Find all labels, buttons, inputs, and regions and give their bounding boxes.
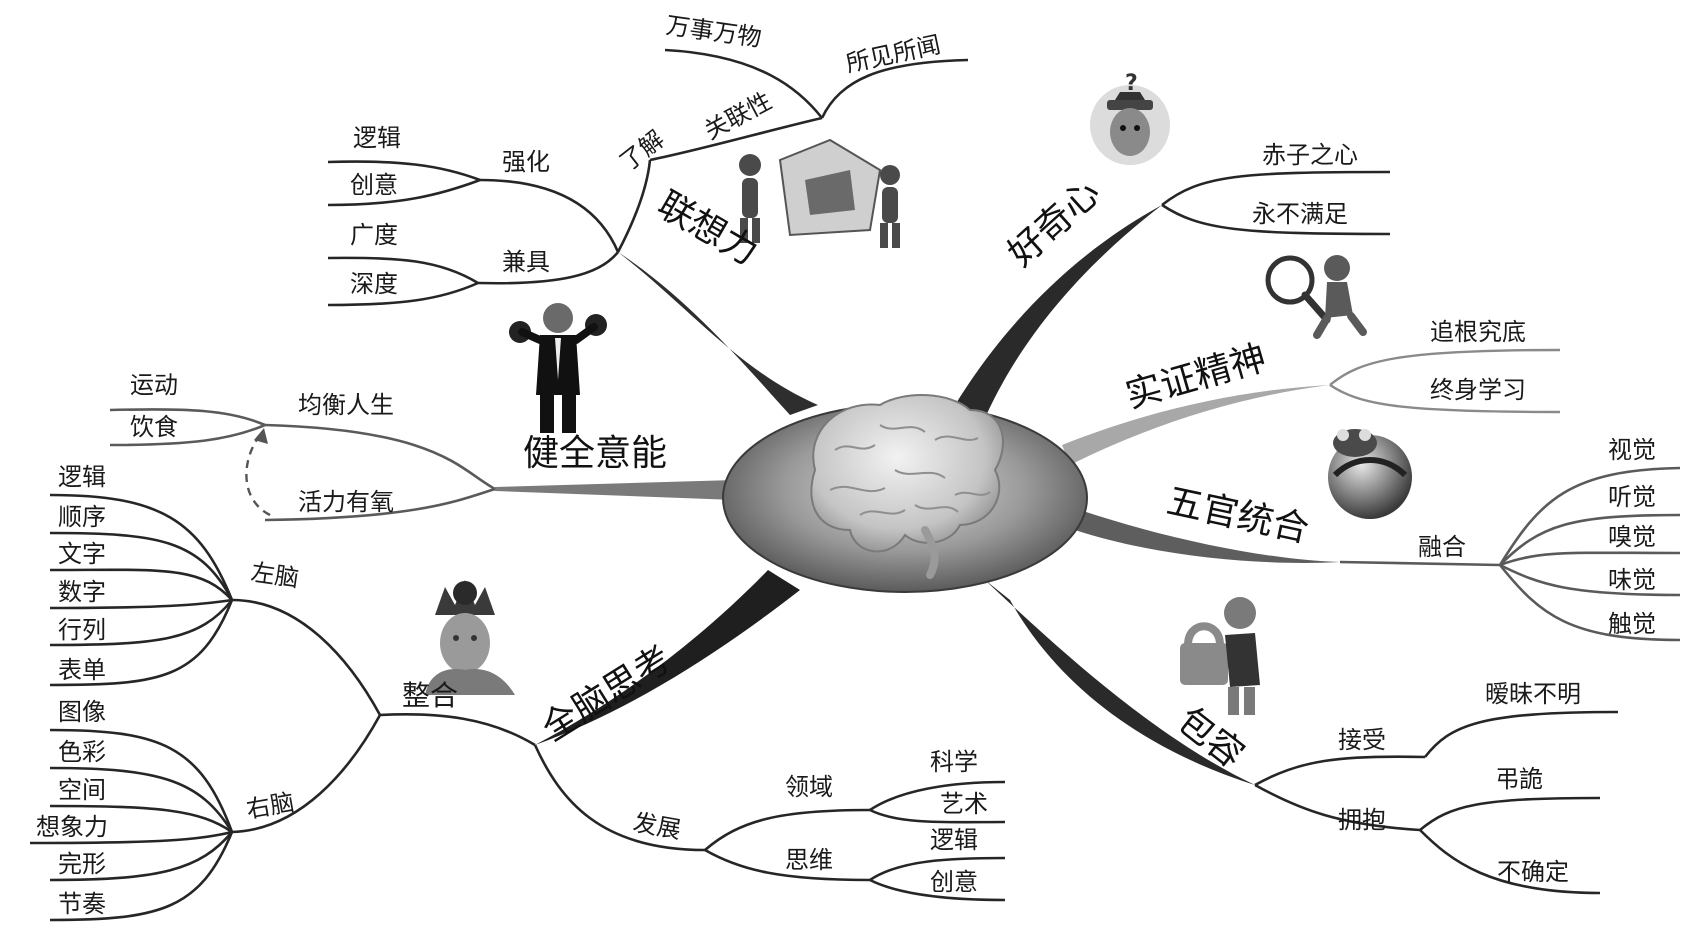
node-diaogui: 弔詭: [1495, 765, 1543, 793]
node-buqueding: 不确定: [1497, 858, 1569, 886]
node-lb-biaodan: 表单: [58, 656, 106, 684]
node-jieshou: 接受: [1338, 726, 1386, 754]
node-lb-shuzi: 数字: [58, 578, 106, 606]
node-huoliyouyang: 活力有氧: [298, 488, 394, 516]
node-guanlianxing: 关联性: [700, 87, 777, 146]
node-rb-kongjian: 空间: [58, 776, 106, 804]
node-chuangyi-1: 创意: [350, 171, 398, 199]
loop-arrow: [245, 431, 271, 517]
node-siwei: 思维: [785, 846, 833, 874]
node-liaojie: 了解: [614, 125, 669, 177]
branch-wuguantonghe: [1075, 510, 1340, 563]
node-shijue: 视觉: [1608, 436, 1656, 464]
node-junhengrensheng: 均衡人生: [298, 391, 394, 419]
node-rb-wanxing: 完形: [58, 850, 106, 878]
node-tingjue: 听觉: [1608, 483, 1656, 511]
branch-haoqixin: [952, 205, 1162, 418]
crowned-man-icon: [425, 580, 515, 695]
node-kexue: 科学: [930, 748, 978, 776]
node-lb-wenzi: 文字: [58, 540, 106, 568]
branch-jianquanyineng: [495, 480, 735, 500]
main-label-jianquanyineng: 健全意能: [523, 433, 667, 474]
node-zhenghe: 整合: [402, 679, 458, 712]
node-shendu: 深度: [350, 270, 398, 298]
node-qianghua: 强化: [502, 148, 550, 176]
main-label-quannaosikao: 全脑思考: [535, 639, 679, 750]
loop-arrowhead: [254, 428, 268, 444]
node-luoji-1: 逻辑: [353, 124, 401, 152]
branch-lianxiangli: [618, 252, 818, 415]
node-weijue: 味觉: [1608, 566, 1656, 594]
node-lb-shunxu: 顺序: [58, 503, 106, 531]
node-rb-tuxiang: 图像: [58, 698, 106, 726]
node-aimeibuming: 暧昧不明: [1485, 680, 1581, 708]
node-lb-hanglie: 行列: [58, 616, 106, 644]
figure-padlock-icon: [1180, 597, 1260, 715]
node-xiujue: 嗅觉: [1608, 523, 1656, 551]
node-zhuigenjiudi: 追根究底: [1430, 318, 1526, 346]
node-younao: 右脑: [244, 788, 296, 824]
node-rb-secai: 色彩: [58, 738, 106, 766]
node-yongbumanzu: 永不满足: [1252, 200, 1348, 228]
node-yishu: 艺术: [940, 790, 988, 818]
node-yundong: 运动: [130, 371, 178, 399]
node-fazhan: 发展: [631, 808, 683, 844]
node-suojiansuowen: 所见所闻: [843, 31, 943, 78]
node-ronghe: 融合: [1418, 533, 1466, 561]
node-yinshi: 饮食: [130, 413, 178, 441]
node-fz-luoji: 逻辑: [930, 826, 978, 854]
frog-globe-icon: [1328, 429, 1412, 519]
boxer-icon: [509, 303, 607, 433]
node-guangdu: 广度: [350, 221, 398, 249]
node-rb-jiezou: 节奏: [58, 890, 106, 918]
team-building-house-icon: [739, 138, 900, 248]
node-lingyu: 领域: [785, 773, 833, 801]
brain-icon: [810, 393, 1004, 579]
node-zhongshenxuexi: 终身学习: [1430, 376, 1526, 404]
node-zuonao: 左脑: [249, 558, 300, 592]
node-fz-chuangyi: 创意: [930, 868, 978, 896]
node-yongbao: 拥抱: [1338, 806, 1386, 834]
node-rb-xiangxiangli: 想象力: [36, 813, 108, 841]
node-wanshiwanwu: 万事万物: [664, 11, 763, 52]
curious-face-question-icon: ?: [1090, 71, 1170, 165]
node-lb-luoji: 逻辑: [58, 463, 106, 491]
svg-text:?: ?: [1125, 71, 1138, 96]
node-chujue: 触觉: [1608, 610, 1656, 638]
magnifier-figure-icon: [1265, 255, 1367, 339]
branch-quannaosikao: [535, 570, 800, 745]
node-jianju: 兼具: [502, 248, 550, 276]
node-chizizhixin: 赤子之心: [1262, 141, 1358, 169]
